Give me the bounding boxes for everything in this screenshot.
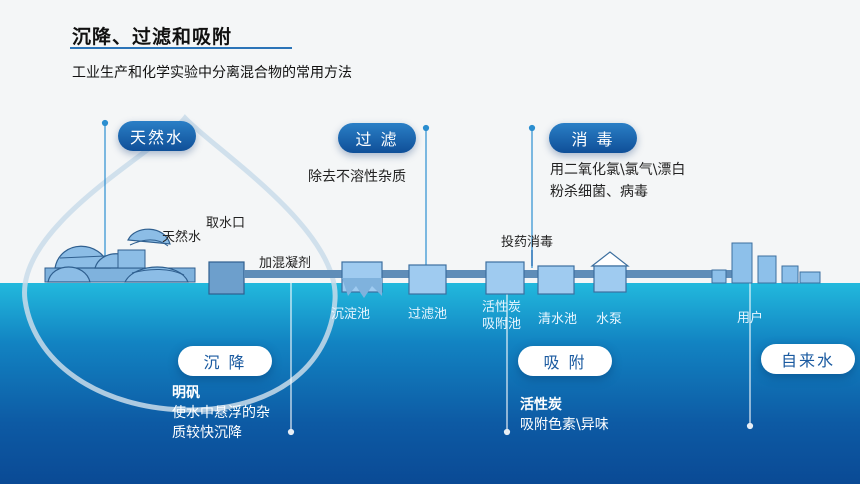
carbon-tank-shape bbox=[485, 261, 525, 295]
sedimentation-desc: 明矾 使水中悬浮的杂 质较快沉降 bbox=[172, 383, 270, 443]
station-dosing: 投药消毒 bbox=[501, 235, 554, 250]
disinfection-desc-2: 粉杀细菌、病毒 bbox=[550, 184, 648, 200]
station-clear-water-tank: 清水池 bbox=[538, 312, 578, 327]
callout-tap-water: 自来水 bbox=[761, 344, 855, 374]
station-intake: 取水口 bbox=[206, 216, 246, 231]
callout-sedimentation: 沉 降 bbox=[178, 346, 272, 376]
adsorption-desc-line: 吸附色素\异味 bbox=[520, 417, 609, 433]
callout-adsorption: 吸 附 bbox=[518, 346, 612, 376]
station-coagulant: 加混凝剂 bbox=[259, 256, 312, 271]
droplet-outline bbox=[22, 114, 338, 413]
water-body bbox=[0, 283, 860, 484]
station-pump: 水泵 bbox=[596, 312, 623, 327]
pump-house-shape bbox=[590, 251, 630, 293]
adsorption-desc: 活性炭 吸附色素\异味 bbox=[520, 395, 609, 435]
disinfection-desc-1: 用二氧化氯\氯气\漂白 bbox=[550, 162, 686, 178]
station-user: 用户 bbox=[737, 311, 764, 326]
filter-tank-shape bbox=[408, 264, 447, 295]
sedimentation-desc-2: 质较快沉降 bbox=[172, 425, 242, 441]
station-settling-tank: 沉淀池 bbox=[331, 307, 371, 322]
page-title: 沉降、过滤和吸附 bbox=[72, 26, 233, 48]
station-natural-water: 天然水 bbox=[162, 230, 202, 245]
callout-disinfection: 消 毒 bbox=[549, 123, 637, 153]
filtration-desc: 除去不溶性杂质 bbox=[308, 169, 406, 185]
intake-box bbox=[208, 261, 245, 295]
adsorption-bold: 活性炭 bbox=[520, 397, 562, 413]
page-subtitle: 工业生产和化学实验中分离混合物的常用方法 bbox=[72, 65, 352, 81]
station-carbon-tank-line1: 活性炭 bbox=[482, 300, 522, 315]
station-carbon-tank-line2: 吸附池 bbox=[482, 317, 522, 332]
clear-tank-shape bbox=[537, 265, 575, 295]
callout-filtration: 过 滤 bbox=[338, 123, 416, 153]
settling-tank-shape bbox=[341, 261, 383, 298]
title-underline bbox=[70, 47, 292, 49]
sedimentation-bold: 明矾 bbox=[172, 385, 200, 401]
sedimentation-desc-1: 使水中悬浮的杂 bbox=[172, 405, 270, 421]
station-carbon-tank: 活性炭 吸附池 bbox=[482, 299, 521, 333]
natural-water-scene bbox=[44, 228, 196, 283]
city-buildings bbox=[711, 242, 821, 284]
callout-natural-water: 天然水 bbox=[118, 121, 196, 151]
station-filter-tank: 过滤池 bbox=[408, 307, 448, 322]
